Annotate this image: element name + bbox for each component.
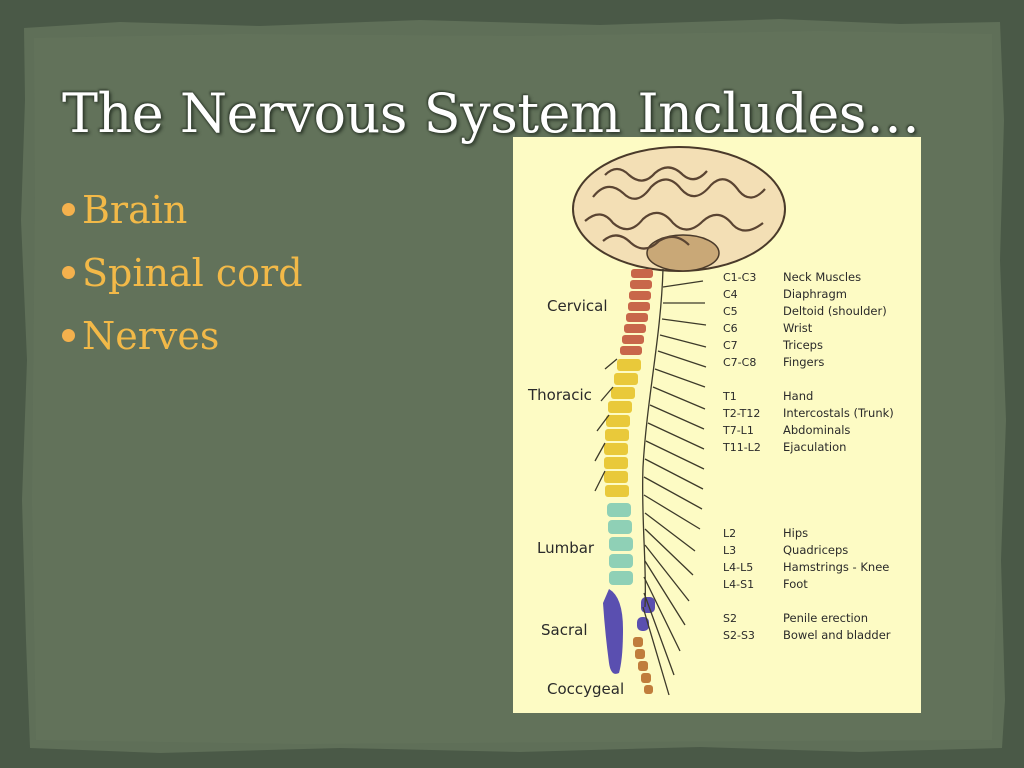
spinal-cord-diagram: Cervical Thoracic Lumbar Sacral Coccygea…	[513, 137, 921, 713]
target-label: Deltoid (shoulder)	[783, 304, 887, 318]
brain-icon	[572, 146, 786, 272]
level-label: L2	[723, 527, 736, 540]
bullet-item: Nerves	[62, 304, 303, 367]
slide-title: The Nervous System Includes…	[62, 82, 920, 145]
level-label: L4-L5	[723, 561, 753, 574]
bullet-item: Brain	[62, 178, 303, 241]
level-label: T2-T12	[722, 407, 760, 420]
level-label: C7	[723, 339, 738, 352]
bullet-item: Spinal cord	[62, 241, 303, 304]
target-label: Hamstrings - Knee	[783, 560, 889, 574]
bullet-text-brain: Brain	[82, 187, 188, 232]
bullet-text-spinal-cord: Spinal cord	[82, 250, 303, 295]
target-label: Ejaculation	[783, 440, 846, 454]
target-label: Diaphragm	[783, 287, 847, 301]
bullet-text-nerves: Nerves	[82, 313, 220, 358]
target-label: Hips	[783, 526, 808, 540]
target-label: Quadriceps	[783, 543, 848, 557]
target-label: Wrist	[783, 321, 813, 335]
level-label: T1	[722, 390, 737, 403]
target-label: Abdominals	[783, 423, 850, 437]
level-label: L4-S1	[723, 578, 754, 591]
target-label: Intercostals (Trunk)	[783, 406, 894, 420]
target-label: Penile erection	[783, 611, 868, 625]
region-label-cervical: Cervical	[547, 297, 608, 315]
region-label-lumbar: Lumbar	[537, 539, 595, 557]
thoracic-vertebrae	[604, 359, 641, 497]
bullet-dot-icon	[62, 266, 75, 279]
cervical-vertebrae	[620, 269, 653, 355]
coccygeal-segment	[633, 637, 653, 694]
target-label: Foot	[783, 577, 808, 591]
lumbar-vertebrae	[607, 503, 633, 585]
level-label: C7-C8	[723, 356, 756, 369]
level-label: T11-L2	[722, 441, 761, 454]
level-label: C5	[723, 305, 738, 318]
level-label: C6	[723, 322, 738, 335]
target-label: Neck Muscles	[783, 270, 861, 284]
target-label: Fingers	[783, 355, 824, 369]
target-label: Bowel and bladder	[783, 628, 891, 642]
level-label: L3	[723, 544, 736, 557]
bullet-list: Brain Spinal cord Nerves	[62, 178, 303, 367]
level-label: S2	[723, 612, 737, 625]
level-label: C4	[723, 288, 738, 301]
region-label-coccygeal: Coccygeal	[547, 680, 624, 698]
region-label-sacral: Sacral	[541, 621, 588, 639]
level-label: C1-C3	[723, 271, 756, 284]
target-label: Hand	[783, 389, 813, 403]
innervation-table: C1-C3 Neck Muscles C4 Diaphragm C5 Delto…	[722, 270, 894, 642]
region-label-thoracic: Thoracic	[527, 386, 592, 404]
bullet-dot-icon	[62, 329, 75, 342]
spinal-nerves	[594, 268, 707, 696]
level-label: T7-L1	[722, 424, 754, 437]
sacral-vertebrae	[603, 589, 655, 674]
bullet-dot-icon	[62, 203, 75, 216]
target-label: Triceps	[782, 338, 823, 352]
level-label: S2-S3	[723, 629, 755, 642]
